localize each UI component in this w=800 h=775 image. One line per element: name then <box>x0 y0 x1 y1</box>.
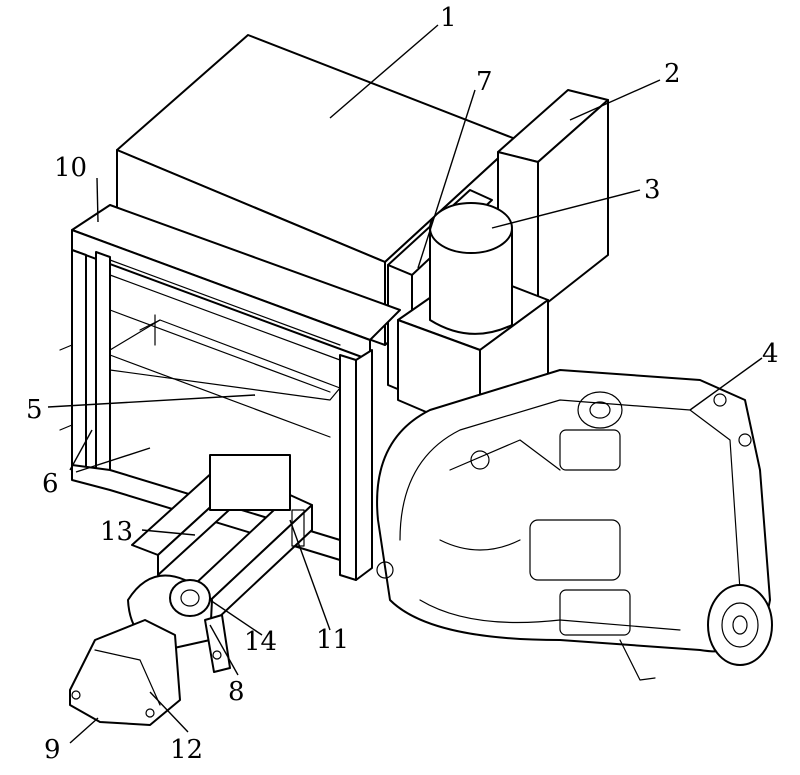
callout-12: 12 <box>170 735 203 765</box>
callout-1: 1 <box>440 3 457 33</box>
part-4-gearbox <box>377 370 772 680</box>
callout-14: 14 <box>244 627 277 657</box>
callout-13: 13 <box>100 517 133 547</box>
callout-3: 3 <box>644 175 661 205</box>
callout-7: 7 <box>476 67 493 97</box>
callout-9: 9 <box>44 735 61 765</box>
callout-10: 10 <box>54 153 87 183</box>
callout-6: 6 <box>42 469 59 499</box>
callout-11: 11 <box>316 625 349 655</box>
callout-5: 5 <box>26 395 43 425</box>
mount-assembly <box>70 576 230 726</box>
callout-4: 4 <box>762 339 779 369</box>
callout-2: 2 <box>664 59 681 89</box>
part-2-box <box>498 90 608 310</box>
callout-8: 8 <box>228 677 245 707</box>
